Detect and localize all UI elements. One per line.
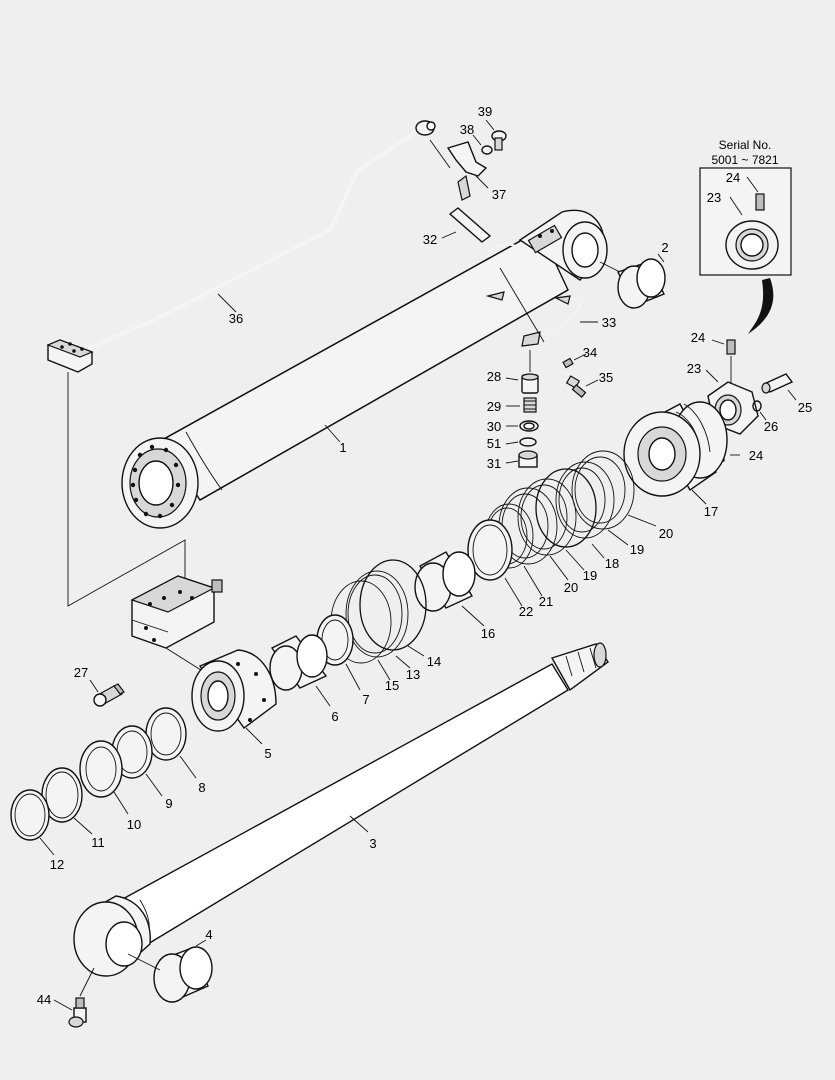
- piston-17: [623, 401, 728, 497]
- ring-14: [359, 559, 427, 651]
- label-1: 1: [339, 440, 346, 455]
- label-31: 31: [487, 456, 501, 471]
- check-valve-parts: [518, 350, 539, 468]
- ring-19-outer: [555, 461, 615, 539]
- label-20-inner: 20: [564, 580, 578, 595]
- plug-31: [518, 450, 538, 468]
- pipe-36: [46, 120, 436, 373]
- label-4: 4: [205, 927, 212, 942]
- label-5: 5: [264, 746, 271, 761]
- label-9: 9: [165, 796, 172, 811]
- valve-block: [130, 575, 223, 649]
- clamp-37: [446, 141, 488, 201]
- label-11: 11: [91, 835, 105, 850]
- grease-nipple-44: [68, 997, 87, 1028]
- label-51: 51: [487, 436, 501, 451]
- label-29: 29: [487, 399, 501, 414]
- bolt-39: [491, 130, 507, 151]
- label-10: 10: [127, 817, 141, 832]
- bolt-35: [565, 375, 587, 399]
- ring-20-outer: [571, 450, 635, 530]
- label-20-outer: 20: [659, 526, 673, 541]
- ring-26: [752, 400, 762, 412]
- tube-eye: [518, 209, 608, 281]
- label-6: 6: [331, 709, 338, 724]
- nut-34: [562, 357, 574, 369]
- plug-28: [521, 373, 539, 394]
- label-14: 14: [427, 654, 441, 669]
- label-26: 26: [764, 419, 778, 434]
- inset-arrow: [748, 278, 774, 334]
- label-22: 22: [519, 604, 533, 619]
- label-2: 2: [661, 240, 668, 255]
- bushing-4: [153, 946, 213, 1003]
- bushing-6: [269, 634, 328, 691]
- label-39: 39: [478, 104, 492, 119]
- label-44: 44: [37, 992, 51, 1007]
- label-38: 38: [460, 122, 474, 137]
- label-37: 37: [492, 187, 506, 202]
- label-30: 30: [487, 419, 501, 434]
- label-24-inset: 24: [726, 170, 740, 185]
- bolt-27: [93, 683, 125, 707]
- pin-25: [761, 373, 794, 394]
- ring-10: [79, 740, 123, 798]
- ring-11: [41, 767, 83, 823]
- bushing-16: [414, 551, 476, 612]
- oring-51: [519, 437, 537, 447]
- label-15: 15: [385, 678, 399, 693]
- inset-nut-23: [725, 220, 779, 270]
- label-32: 32: [423, 232, 437, 247]
- label-23-inset: 23: [707, 190, 721, 205]
- label-21: 21: [539, 594, 553, 609]
- ring-18: [535, 468, 597, 548]
- label-33: 33: [602, 315, 616, 330]
- label-25: 25: [798, 400, 812, 415]
- rod-eye: [73, 895, 151, 977]
- label-17: 17: [704, 504, 718, 519]
- label-28: 28: [487, 369, 501, 384]
- washer-38: [481, 145, 493, 155]
- label-7: 7: [362, 692, 369, 707]
- label-27: 27: [74, 665, 88, 680]
- label-24-bottom: 24: [749, 448, 763, 463]
- label-19-outer: 19: [630, 542, 644, 557]
- tube-flange: [121, 437, 199, 529]
- label-16: 16: [481, 626, 495, 641]
- label-8: 8: [198, 780, 205, 795]
- gland-5: [191, 649, 277, 732]
- label-34: 34: [583, 345, 597, 360]
- spring-29: [523, 397, 537, 413]
- label-35: 35: [599, 370, 613, 385]
- label-24-top: 24: [691, 330, 705, 345]
- cylinder-tube-1: [121, 209, 608, 529]
- label-36: 36: [229, 311, 243, 326]
- label-23: 23: [687, 361, 701, 376]
- set-screw-24-top: [726, 339, 736, 355]
- serial-inset: Serial No. 5001 ~ 7821 24 23: [699, 138, 792, 276]
- inset-set-screw-24: [755, 193, 765, 211]
- label-3: 3: [369, 836, 376, 851]
- inset-title: Serial No.: [719, 138, 772, 152]
- bushing-2: [617, 258, 666, 309]
- flange-block: [46, 339, 94, 373]
- band-33: [521, 295, 582, 347]
- label-19-inner: 19: [583, 568, 597, 583]
- inset-range: 5001 ~ 7821: [711, 153, 778, 167]
- label-12: 12: [50, 857, 64, 872]
- ring-22: [467, 519, 513, 581]
- label-13: 13: [406, 667, 420, 682]
- seat-30: [519, 420, 539, 432]
- ring-12: [10, 789, 50, 841]
- label-18: 18: [605, 556, 619, 571]
